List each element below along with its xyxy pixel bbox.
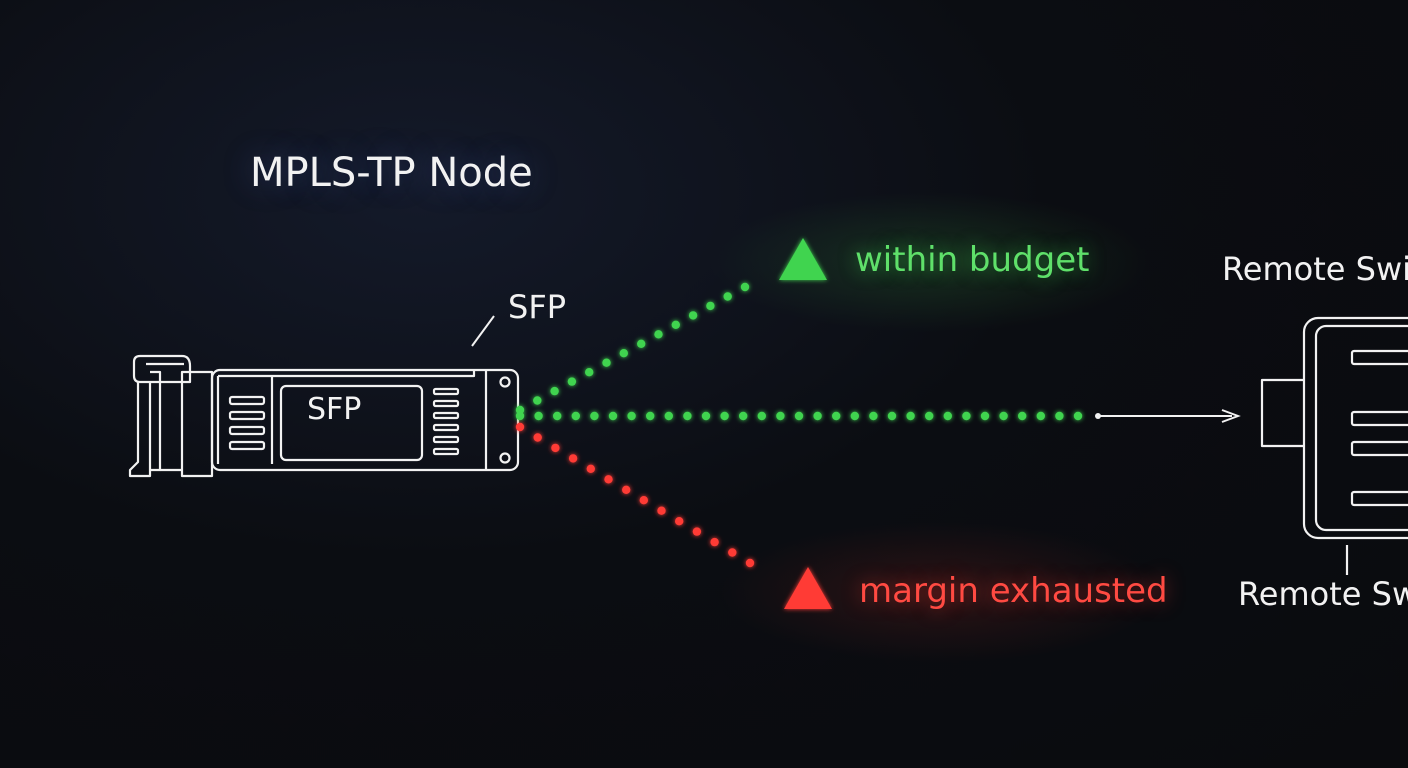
good-path-dot [553,411,562,421]
good-path-dot [571,411,580,421]
good-path-dot [619,349,628,358]
remote-switch-label-bottom: Remote Sw [1238,575,1408,613]
bad-path-dot [675,517,684,526]
within-budget-label: within budget [855,240,1090,280]
good-path-dot [720,411,729,421]
bad-path-dot [533,433,542,442]
good-path-dot [740,282,750,292]
sfp-callout-line [471,315,495,347]
good-path-dot [1055,411,1064,421]
good-path-dot [1036,411,1046,421]
good-path-dot [688,311,698,320]
bad-path-dot [515,422,525,432]
sfp-callout-label: SFP [508,288,567,326]
arrow-right-icon [1095,409,1241,423]
remote-switch [1260,316,1408,575]
good-path-dot [794,411,804,421]
remote-switch-label-top: Remote Swit [1222,250,1408,288]
margin-exhausted-label: margin exhausted [859,571,1168,611]
good-path-dot [739,411,748,421]
good-path-dot [925,411,934,421]
good-path-dot [608,411,618,421]
good-path-dot [637,339,646,348]
good-path-dot [980,411,990,421]
good-path-dot [723,292,732,301]
good-path-dot [757,411,766,421]
good-path-dot [646,411,655,421]
good-path-dot [1073,411,1083,421]
good-path-dot [654,330,663,339]
sfp-module-label: SFP [307,392,362,427]
good-path-dot [869,411,878,421]
good-path-dot [906,411,915,421]
good-path-dot [701,411,711,421]
good-path-dot [585,368,594,377]
good-path-dot [683,411,692,421]
good-path-dot [887,411,897,421]
bad-path-dot [657,506,666,515]
good-path-dot [590,411,599,421]
good-path-dot [999,411,1008,421]
good-path-dot [602,358,611,367]
good-path-dot [567,377,577,386]
good-path-straight [515,411,1083,421]
bad-path-dot [622,485,631,494]
good-path-dot [627,411,636,421]
good-path-dot [943,411,952,421]
bad-path-dot [710,537,719,547]
bad-path-dot [586,464,595,473]
warning-triangle-icon-good [779,238,827,280]
good-path-dot [776,411,785,421]
good-path-dot [534,411,543,421]
good-path-dot [1018,411,1027,421]
good-path-dot [850,411,859,421]
good-path-dot [832,411,841,421]
bad-path-dot [604,475,613,484]
bad-path-dot [692,527,702,536]
good-path-dot [533,396,542,405]
bad-path-lower [515,422,755,568]
good-path-dot [515,411,525,421]
good-path-dot [664,411,673,421]
good-path-upper [515,282,750,415]
bad-path-dot [728,548,737,557]
bad-path-dot [568,454,578,463]
good-path-dot [962,411,971,421]
bad-path-dot [551,443,560,453]
good-path-dot [550,386,559,396]
bad-path-dot [639,496,648,505]
good-path-dot [671,320,680,329]
node-title: MPLS-TP Node [250,150,533,196]
good-path-dot [706,301,715,311]
bad-path-dot [745,558,755,568]
good-path-dot [813,411,822,421]
warning-triangle-icon-bad [784,567,832,609]
good-path-dot [515,405,525,415]
sfp-module [128,354,520,478]
